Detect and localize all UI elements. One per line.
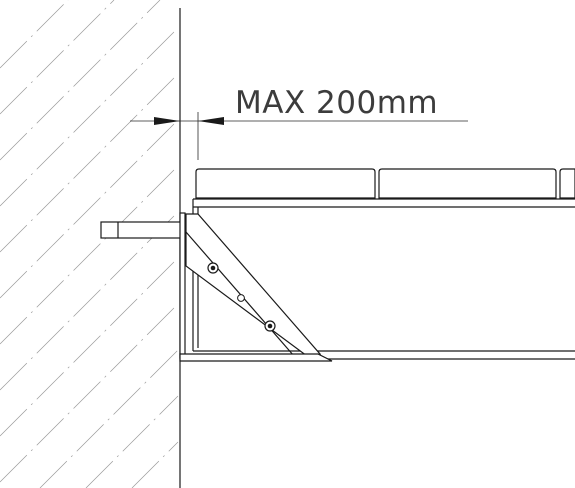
hatch-line (0, 0, 69, 69)
bottom-plate (179, 353, 333, 362)
wall-hatching (0, 0, 179, 488)
strut-plate (185, 213, 322, 357)
hatch-line (0, 27, 179, 207)
bolt-upper (207, 262, 219, 274)
bracket-bottom-plate (179, 353, 333, 362)
hatch-line (0, 0, 161, 161)
hatch-line (0, 0, 115, 115)
dimension-arrow-right (198, 117, 224, 125)
wall-section (0, 0, 181, 488)
bolt-hole-middle (237, 294, 245, 302)
dimension-label: MAX 200mm (235, 85, 438, 121)
dimension-annotation: MAX 200mm (130, 85, 468, 160)
hatch-line (131, 441, 179, 488)
deck-panel-1 (195, 168, 376, 199)
hatch-line (0, 119, 179, 299)
diagonal-strut (185, 213, 322, 357)
bracket-wall-plate (179, 212, 186, 359)
hatch-line (39, 349, 179, 488)
hatch-line (0, 73, 179, 253)
hatch-line (0, 211, 179, 391)
bolt-lower (264, 320, 276, 332)
deck-panel-2 (378, 168, 557, 199)
hatch-line (0, 303, 179, 483)
anchor-bolt-body (100, 221, 182, 239)
dimension-arrow-left (154, 117, 180, 125)
fasteners (207, 262, 276, 332)
hatch-line (0, 257, 179, 437)
strut-edge-inner (185, 231, 295, 357)
hatch-line (0, 165, 179, 345)
deck-panels (195, 168, 575, 199)
wall-plate (179, 212, 186, 359)
anchor-bolt (100, 221, 182, 239)
deck-panel-3 (559, 168, 575, 199)
hatch-line (85, 395, 179, 488)
